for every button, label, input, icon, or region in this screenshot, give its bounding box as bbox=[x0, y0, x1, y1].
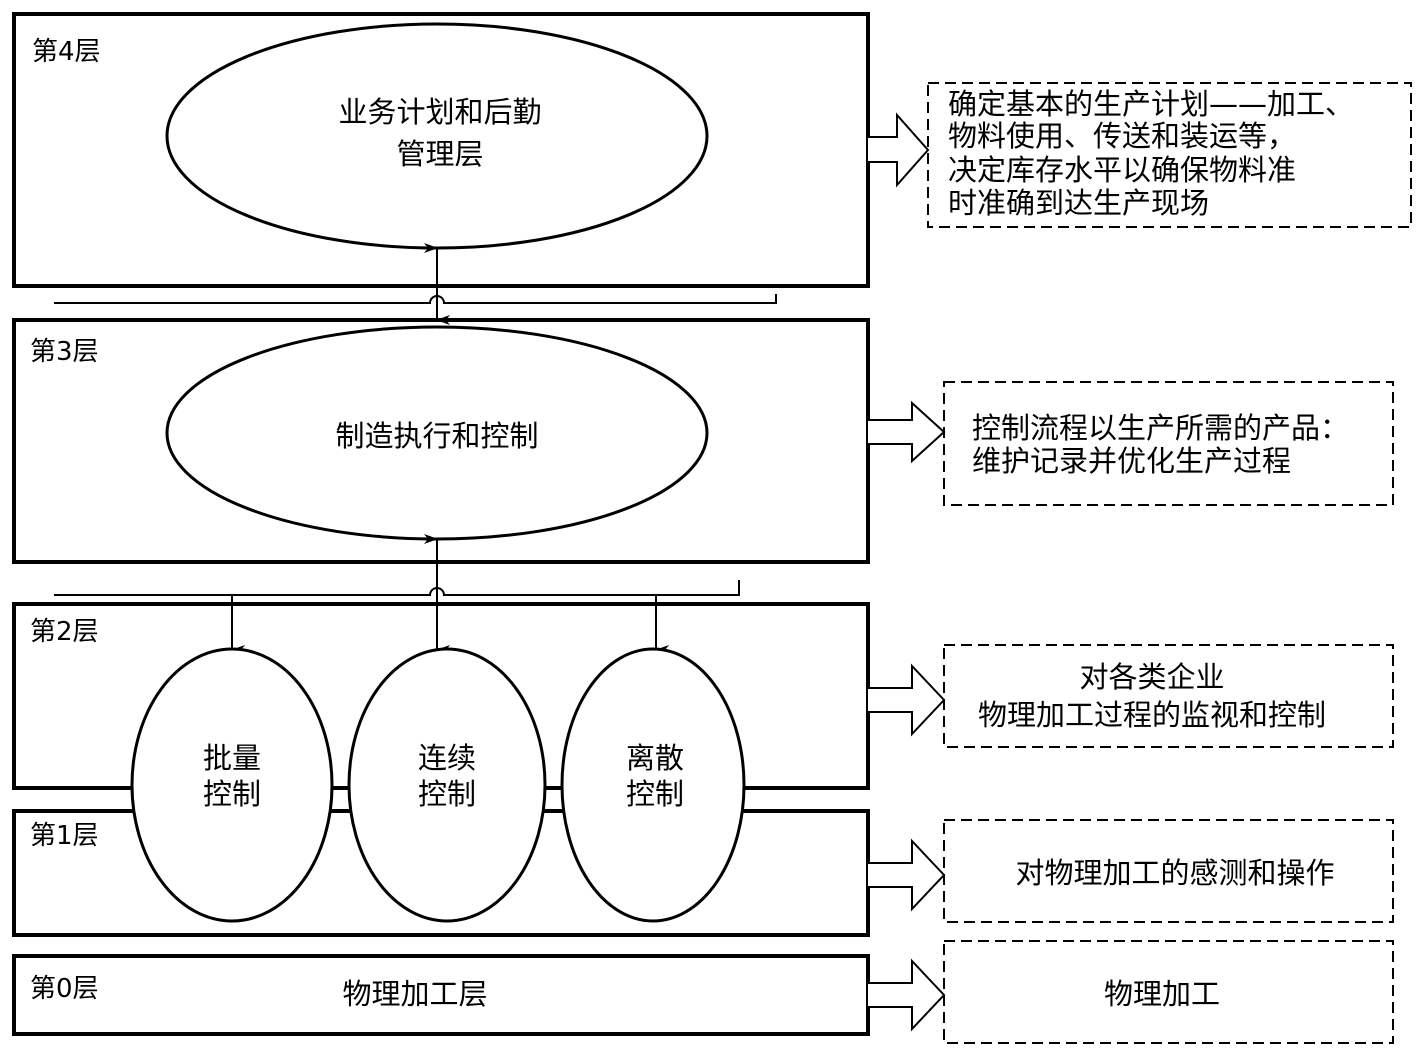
continuous-control-node-line-2: 控制 bbox=[418, 777, 476, 811]
layer-1-description-line-1: 对物理加工的感测和操作 bbox=[1015, 856, 1334, 890]
layer-4-description-line-4: 时准确到达生产现场 bbox=[948, 186, 1209, 220]
layer-1-label: 第1层 bbox=[30, 821, 99, 851]
batch-control-node-line-2: 控制 bbox=[203, 777, 261, 811]
discrete-control-node-line-2: 控制 bbox=[626, 777, 684, 811]
block-arrow-layer-3 bbox=[868, 400, 946, 464]
layer-0-label: 第0层 bbox=[30, 974, 99, 1004]
batch-control-node-line-1: 批量 bbox=[203, 741, 261, 775]
discrete-control-node-line-1: 离散 bbox=[626, 741, 684, 775]
layer-2-description-box bbox=[943, 644, 1394, 748]
business-planning-node-line-1: 业务计划和后勤 bbox=[338, 95, 541, 129]
layer-2-description-line-1: 对各类企业 bbox=[1079, 660, 1224, 694]
layer-2-label: 第2层 bbox=[30, 617, 99, 647]
layer-1-description-box bbox=[943, 819, 1394, 923]
continuous-control-node-line-1: 连续 bbox=[418, 741, 476, 775]
business-planning-node bbox=[165, 22, 709, 250]
continuous-control-node bbox=[347, 647, 547, 923]
layer-4-description-line-3: 决定库存水平以确保物料准 bbox=[948, 153, 1296, 187]
manufacturing-execution-node-label: 制造执行和控制 bbox=[335, 419, 538, 453]
layer-4-description-line-1: 确定基本的生产计划——加工、 bbox=[948, 87, 1354, 121]
block-arrow-layer-0 bbox=[868, 958, 946, 1032]
bus-line-4-3 bbox=[54, 294, 777, 304]
block-arrow-layer-4 bbox=[868, 112, 930, 188]
layer-4-description-box bbox=[927, 82, 1412, 228]
layer-3-description-line-2: 维护记录并优化生产过程 bbox=[972, 444, 1291, 478]
layer-3-description-line-1: 控制流程以生产所需的产品： bbox=[972, 411, 1349, 445]
block-arrow-layer-1 bbox=[868, 838, 946, 912]
layer-4-label: 第4层 bbox=[32, 37, 101, 67]
batch-control-node bbox=[130, 647, 334, 923]
layer-2-description-line-2: 物理加工过程的监视和控制 bbox=[978, 698, 1326, 732]
layer-3-label: 第3层 bbox=[30, 337, 99, 367]
physical-process-layer-label: 物理加工层 bbox=[342, 977, 487, 1011]
bus-line-3-2 bbox=[54, 580, 740, 596]
business-planning-node-line-2: 管理层 bbox=[396, 137, 483, 171]
layer-4-description-line-2: 物料使用、传送和装运等， bbox=[948, 119, 1296, 153]
layer-0-description-box bbox=[943, 940, 1394, 1044]
layer-3-description-box bbox=[943, 381, 1394, 506]
block-arrow-layer-2 bbox=[868, 663, 946, 737]
discrete-control-node bbox=[560, 647, 746, 923]
layer-0-description-line-1: 物理加工 bbox=[1104, 977, 1220, 1011]
